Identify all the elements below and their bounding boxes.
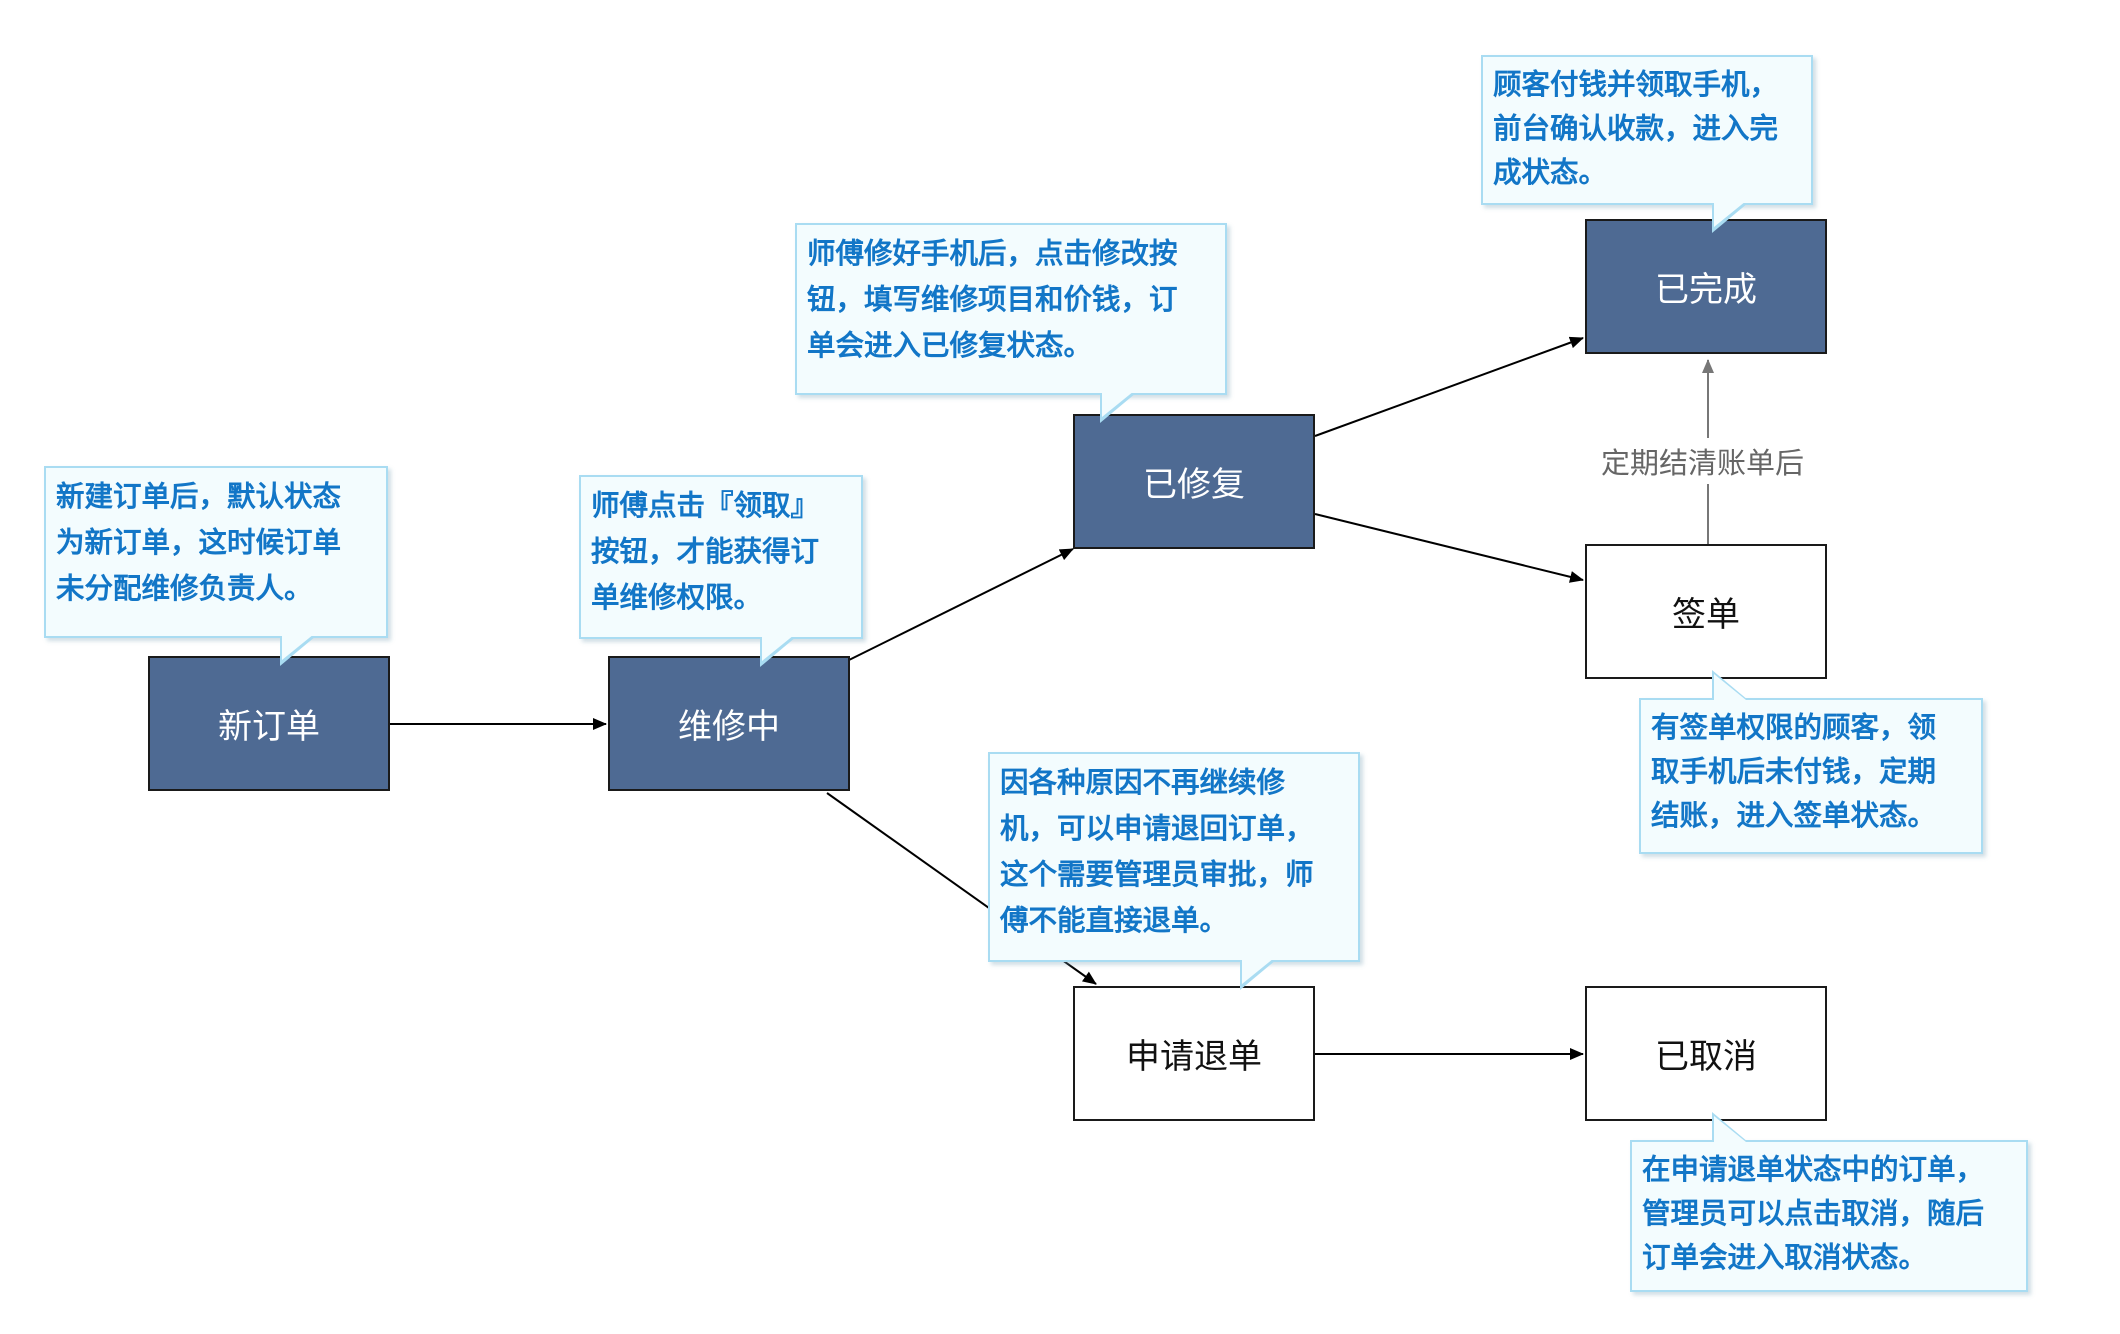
callout-new-order: 新建订单后，默认状态 为新订单，这时候订单 未分配维修负责人。 xyxy=(44,466,388,638)
edge-repaired-to-completed xyxy=(1314,336,1584,437)
callout-cancelled-tail-fill xyxy=(1714,1116,1746,1142)
node-refund-request-label: 申请退单 xyxy=(1126,1037,1262,1077)
callout-repairing: 师傅点击『领取』 按钮，才能获得订 单维修权限。 xyxy=(579,475,863,639)
node-completed-label: 已完成 xyxy=(1655,270,1757,310)
callout-signed: 有签单权限的顾客，领 取手机后未付钱，定期 结账，进入签单状态。 xyxy=(1639,698,1983,854)
node-refund-request[interactable]: 申请退单 xyxy=(1073,986,1315,1121)
callout-repaired: 师傅修好手机后，点击修改按 钮，填写维修项目和价钱，订 单会进入已修复状态。 xyxy=(795,223,1227,395)
node-completed[interactable]: 已完成 xyxy=(1585,219,1827,354)
callout-completed-tail-fill xyxy=(1714,201,1746,227)
node-repaired[interactable]: 已修复 xyxy=(1073,414,1315,549)
callout-signed-tail-fill xyxy=(1714,674,1746,700)
edge-repairing-to-repaired xyxy=(848,548,1074,661)
edge-repaired-to-signed xyxy=(1314,513,1584,583)
node-repairing-label: 维修中 xyxy=(678,707,780,747)
edge-label-settle-bill: 定期结清账单后 xyxy=(1597,438,1809,484)
node-repairing[interactable]: 维修中 xyxy=(608,656,850,791)
node-repaired-label: 已修复 xyxy=(1143,465,1245,505)
node-cancelled-label: 已取消 xyxy=(1655,1037,1757,1077)
node-cancelled[interactable]: 已取消 xyxy=(1585,986,1827,1121)
node-signed-label: 签单 xyxy=(1672,595,1740,635)
callout-refund-request-tail-fill xyxy=(1242,958,1274,984)
callout-completed: 顾客付钱并领取手机， 前台确认收款，进入完 成状态。 xyxy=(1481,55,1813,205)
callout-refund-request: 因各种原因不再继续修 机，可以申请退回订单， 这个需要管理员审批，师 傅不能直接… xyxy=(988,752,1360,962)
callout-new-order-tail-fill xyxy=(282,634,314,660)
callout-cancelled: 在申请退单状态中的订单， 管理员可以点击取消，随后 订单会进入取消状态。 xyxy=(1630,1140,2028,1292)
callout-repaired-tail-fill xyxy=(1102,391,1134,417)
node-new-order[interactable]: 新订单 xyxy=(148,656,390,791)
node-signed[interactable]: 签单 xyxy=(1585,544,1827,679)
node-new-order-label: 新订单 xyxy=(218,707,320,747)
callout-repairing-tail-fill xyxy=(762,635,794,661)
